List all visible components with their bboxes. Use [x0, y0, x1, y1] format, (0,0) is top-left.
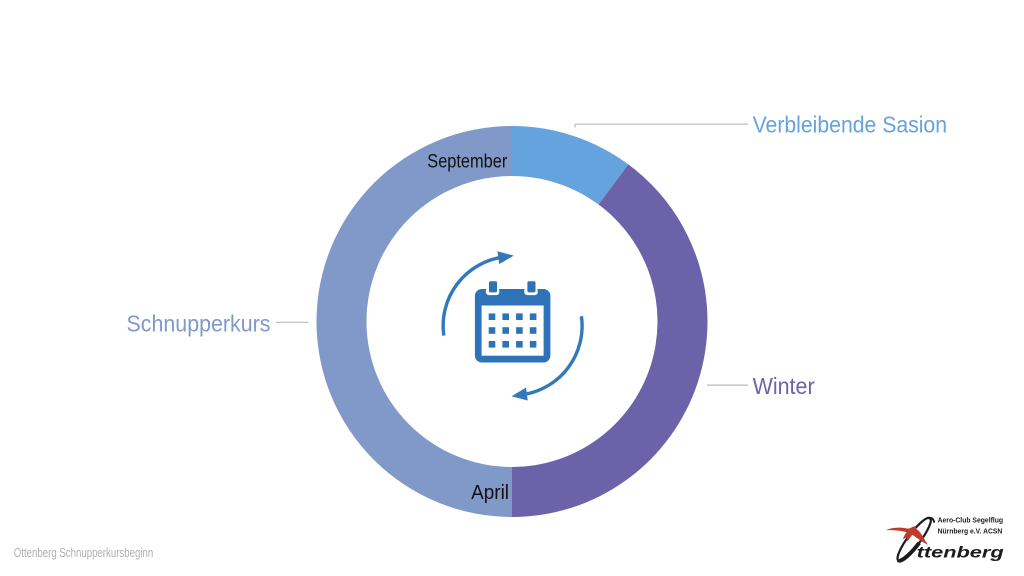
svg-text:September: September	[427, 151, 508, 172]
svg-text:Ottenberg Schnupperkursbeginn: Ottenberg Schnupperkursbeginn	[14, 546, 153, 560]
svg-text:Nürnberg e.V. ACSN: Nürnberg e.V. ACSN	[938, 529, 1003, 536]
svg-text:ttenberg: ttenberg	[917, 545, 1004, 562]
svg-text:Aero-Club Segelflug: Aero-Club Segelflug	[938, 518, 1004, 525]
svg-text:April: April	[471, 481, 509, 504]
svg-text:Verbleibende Sasion: Verbleibende Sasion	[753, 112, 947, 138]
svg-text:Schnupperkurs: Schnupperkurs	[127, 310, 271, 336]
svg-text:Winter: Winter	[753, 373, 815, 399]
